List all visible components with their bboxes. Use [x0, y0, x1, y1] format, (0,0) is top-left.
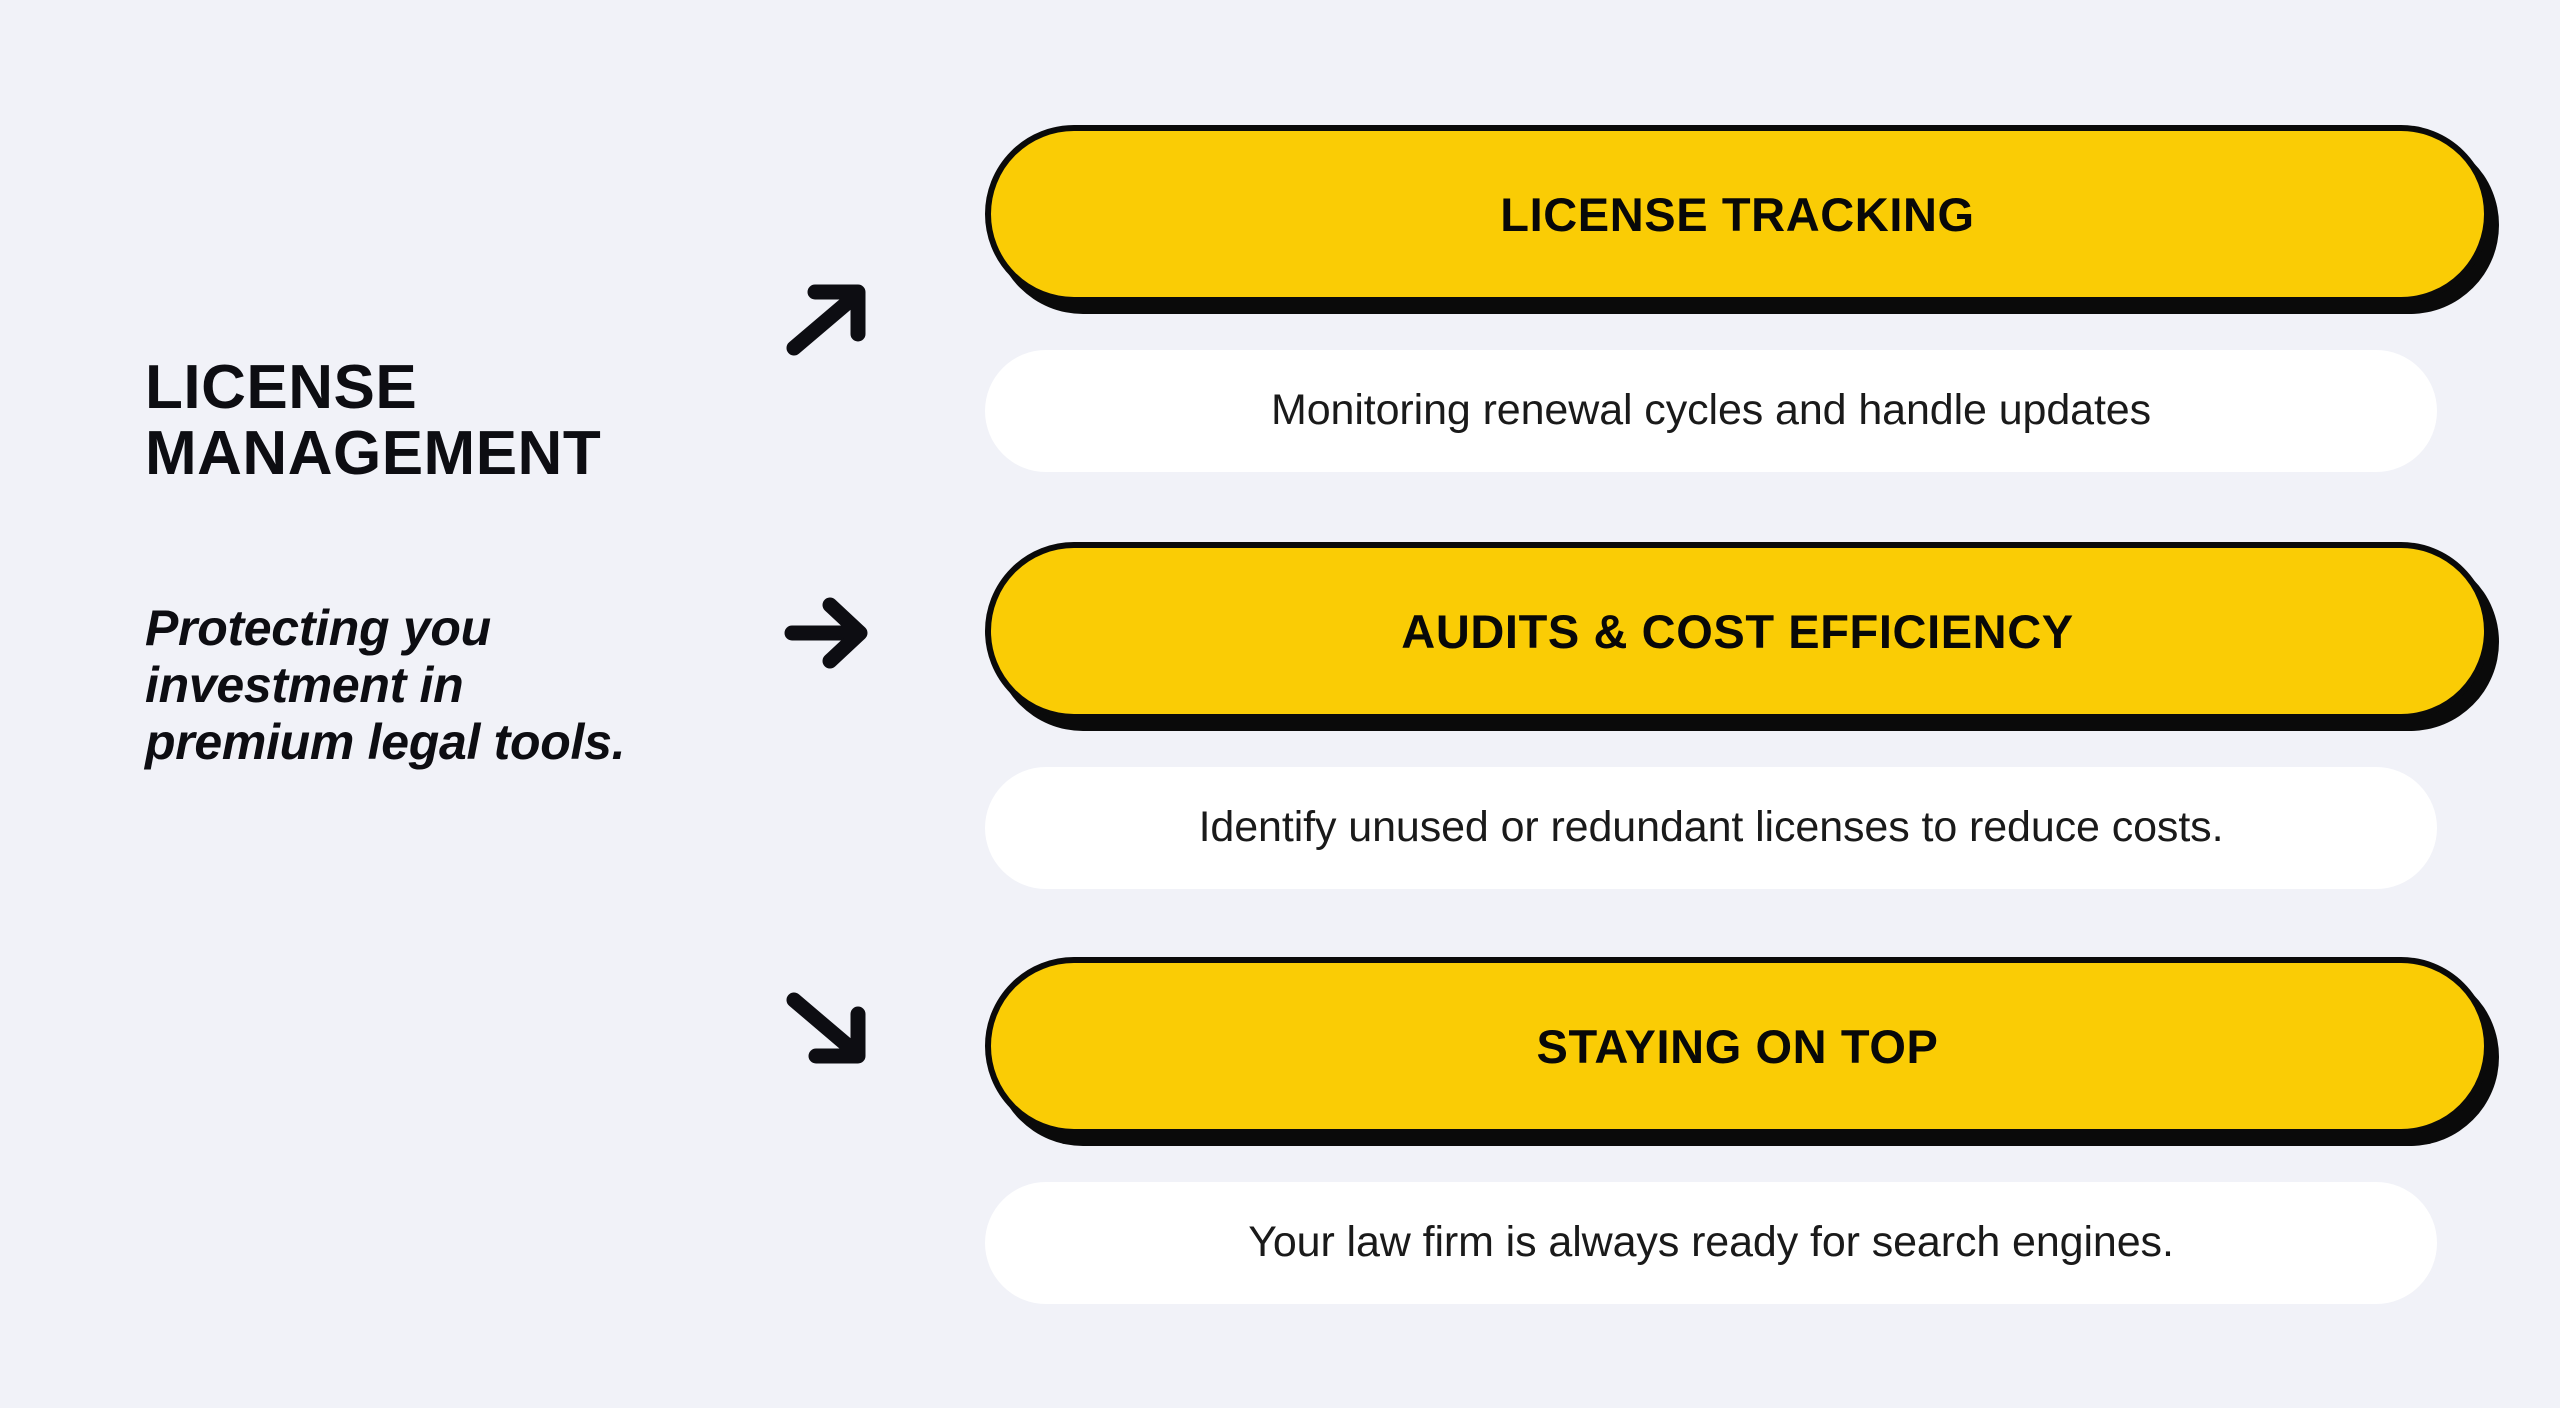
feature-pill[interactable]: LICENSE TRACKING — [985, 125, 2490, 303]
feature-description-card: Identify unused or redundant licenses to… — [985, 767, 2437, 889]
feature-title: LICENSE TRACKING — [1500, 187, 1975, 241]
arrow-up-right-icon — [778, 270, 878, 370]
feature-description: Identify unused or redundant licenses to… — [1198, 803, 2224, 852]
arrow-right-icon — [778, 583, 878, 683]
feature-title: AUDITS & COST EFFICIENCY — [1401, 604, 2074, 658]
feature-description-card: Your law firm is always ready for search… — [985, 1182, 2437, 1304]
page-title: LICENSE MANAGEMENT — [145, 353, 602, 489]
tagline-text: Protecting you investment in premium leg… — [145, 599, 626, 770]
arrow-down-right-icon — [778, 976, 878, 1076]
feature-pill[interactable]: AUDITS & COST EFFICIENCY — [985, 542, 2490, 720]
feature-description-card: Monitoring renewal cycles and handle upd… — [985, 350, 2437, 472]
left-column: LICENSE MANAGEMENT Protecting you invest… — [145, 353, 745, 771]
feature-title: STAYING ON TOP — [1536, 1019, 1939, 1073]
feature-description: Monitoring renewal cycles and handle upd… — [1270, 386, 2152, 435]
feature-pill[interactable]: STAYING ON TOP — [985, 957, 2490, 1135]
feature-description: Your law firm is always ready for search… — [1248, 1218, 2174, 1267]
